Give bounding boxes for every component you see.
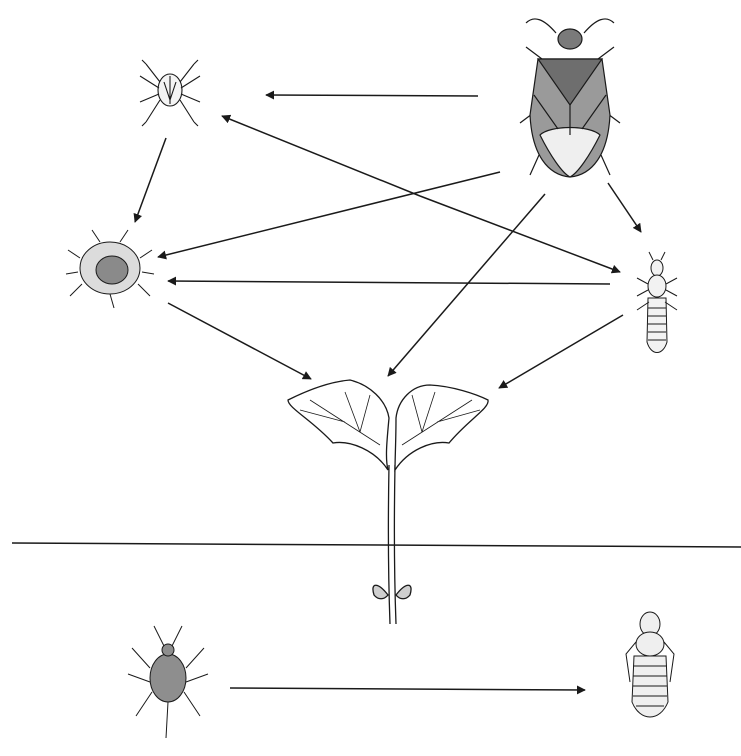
- bug-icon: [520, 19, 620, 177]
- mite-icon: [140, 60, 200, 126]
- arrow-bug-to-thrips: [608, 183, 641, 232]
- arrow-predatory-mite-to-thrips: [420, 196, 620, 272]
- arrow-bug-to-spider-mite: [158, 172, 500, 257]
- arrow-thrips-to-predatory-mite: [222, 116, 420, 196]
- arrow-spider-mite-to-plant: [168, 303, 311, 379]
- ground-line: [12, 543, 741, 547]
- arrow-predatory-mite-to-spider-mite: [135, 138, 166, 222]
- arrow-soil-mite-to-thrips-pupa: [230, 688, 585, 690]
- plant-icon: [288, 380, 488, 624]
- thrips-icon: [637, 252, 677, 353]
- arrow-bug-to-predatory-mite: [266, 95, 478, 96]
- spider-mite-icon: [66, 230, 154, 308]
- mite-icon: [128, 626, 208, 738]
- arrow-thrips-to-spider-mite: [168, 281, 610, 284]
- arrow-bug-to-plant: [388, 194, 545, 376]
- thrips-pupa-icon: [626, 612, 674, 717]
- arrow-thrips-to-plant: [499, 315, 623, 388]
- arrows: [135, 95, 641, 690]
